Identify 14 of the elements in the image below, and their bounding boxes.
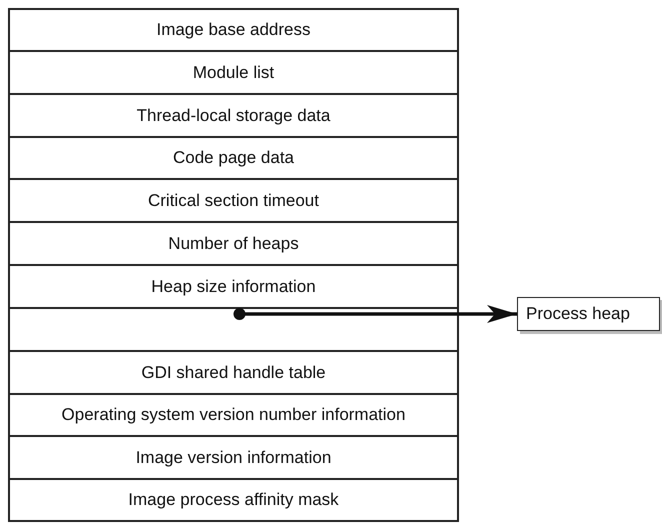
structure-field: Image version information [8,436,459,479]
structure-field: Code page data [8,137,459,179]
structure-field: Operating system version number information [8,394,459,436]
structure-field: Number of heaps [8,222,459,265]
structure-field: Critical section timeout [8,179,459,222]
structure-field: Heap size information [8,265,459,308]
structure-field: Image process affinity mask [8,479,459,522]
structure-field: Thread-local storage data [8,94,459,137]
structure-field: Image base address [8,8,459,51]
heap-box: Process heap [517,297,660,331]
structure-field: GDI shared handle table [8,351,459,394]
pointer-field [8,308,459,351]
pointer-arrow [234,305,517,323]
structure-field: Module list [8,51,459,94]
